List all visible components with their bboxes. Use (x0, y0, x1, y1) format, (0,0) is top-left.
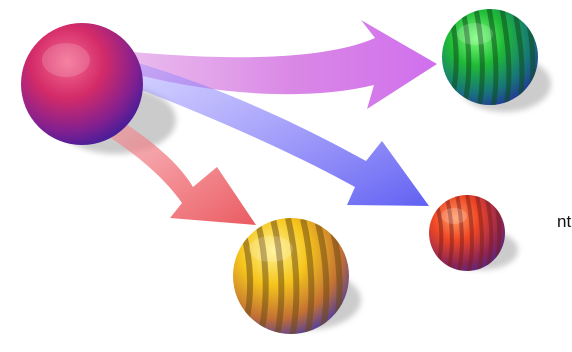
source-sphere (21, 23, 143, 145)
cropped-caption-text: nt (557, 213, 571, 230)
